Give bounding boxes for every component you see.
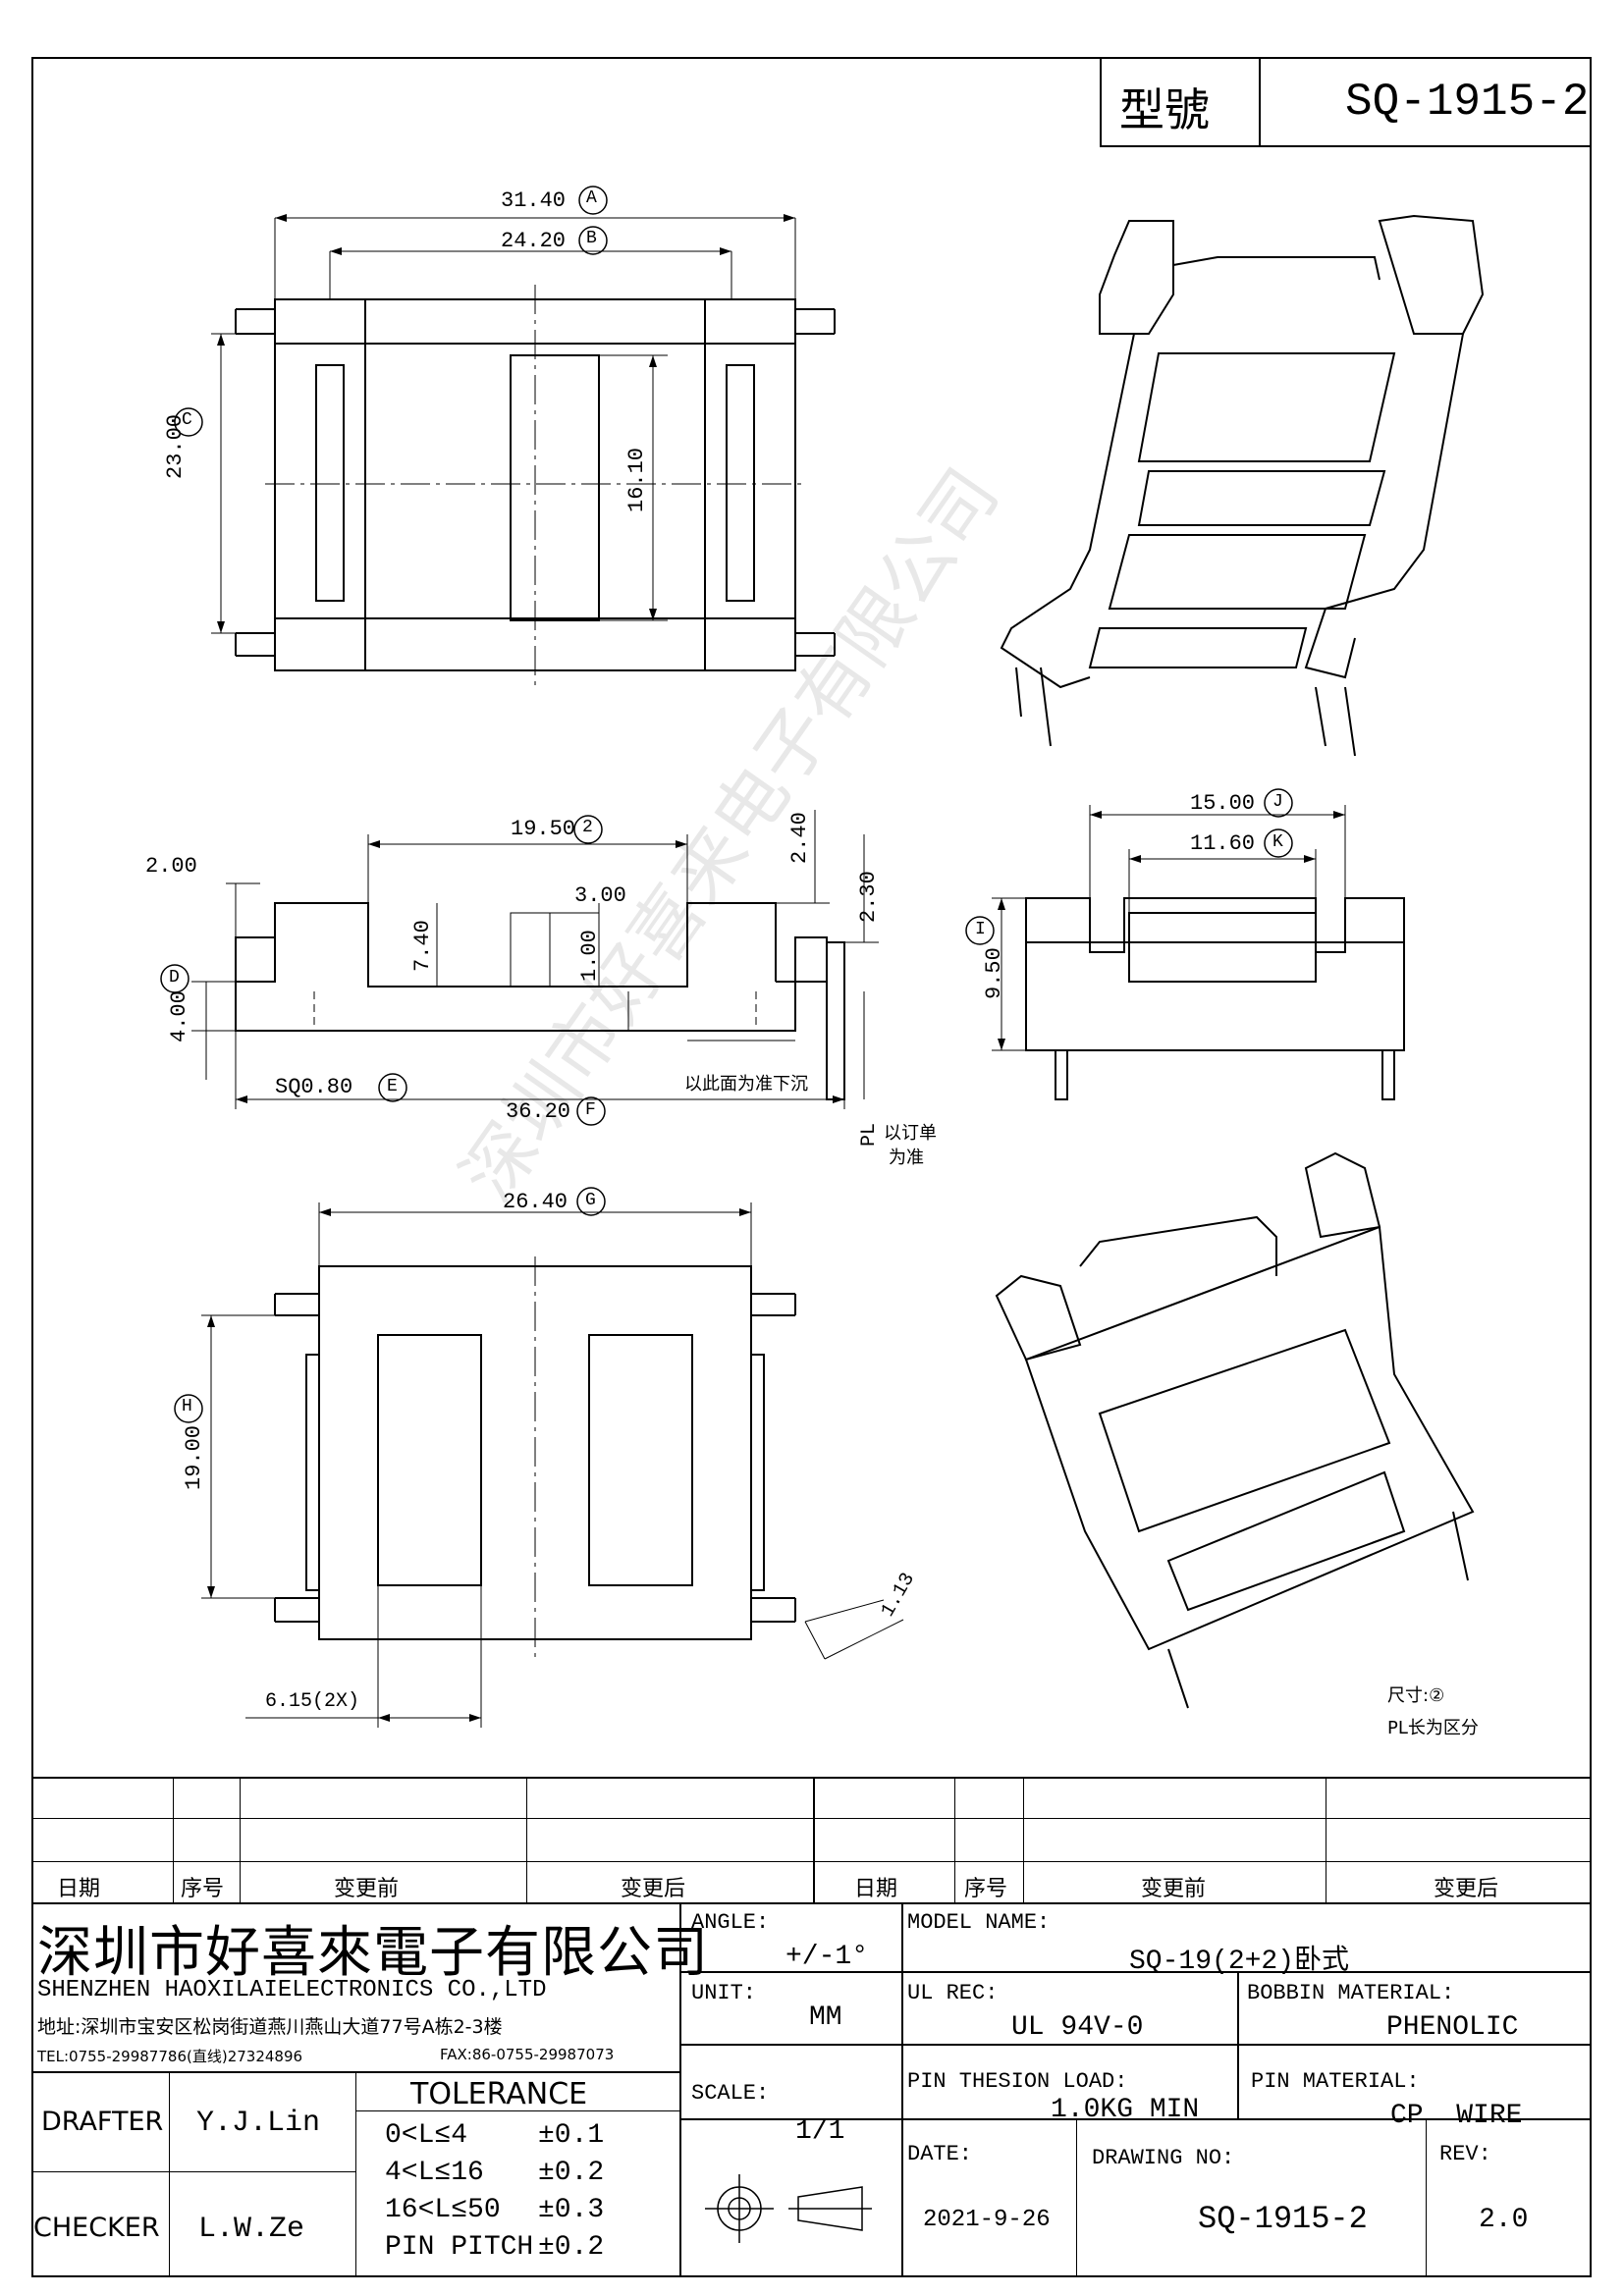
dim-400-value: 4.00: [167, 990, 191, 1042]
tol-value-2: ±0.2: [538, 2158, 605, 2188]
drawing-sheet: [31, 57, 1592, 2277]
drawing-no-label: DRAWING NO:: [1092, 2146, 1235, 2170]
model-name-value: SQ-19(2+2)卧式: [1129, 1947, 1350, 1977]
dim-d-mark: D: [169, 968, 180, 988]
rev-header-after-1: 变更后: [621, 1877, 686, 1901]
pl-label: PL: [858, 1122, 881, 1147]
dim-f-value: 36.20: [506, 1099, 571, 1124]
note-order-1: 以订单: [884, 1123, 937, 1144]
bobbin-material-label: BOBBIN MATERIAL:: [1247, 1981, 1455, 2005]
rev-value: 2.0: [1479, 2205, 1529, 2235]
dim-k-mark: K: [1272, 832, 1283, 852]
rev-header-before-2: 变更前: [1141, 1877, 1207, 1901]
dim-f-mark: F: [585, 1100, 596, 1120]
company-tel: TEL:0755-29987786(直线)27324896: [37, 2048, 303, 2065]
dim-a-value: 31.40: [501, 188, 567, 213]
checker-label: CHECKER: [33, 2213, 160, 2243]
note-pl: PL长为区分: [1387, 1718, 1479, 1738]
dim-1610-value: 16.10: [624, 447, 649, 512]
bottom-view: [274, 1265, 796, 1640]
rev-header-before-1: 变更前: [334, 1877, 400, 1901]
model-header-value: SQ-1915-2: [1345, 77, 1590, 128]
scale-label: SCALE:: [691, 2081, 770, 2106]
dim-230-value: 2.30: [856, 871, 881, 923]
title-block: [31, 1904, 1592, 2277]
dim-sq-value: SQ0.80: [275, 1075, 353, 1099]
drawing-no-value: SQ-1915-2: [1198, 2201, 1368, 2237]
tol-value-1: ±0.1: [538, 2120, 605, 2151]
model-name-label: MODEL NAME:: [907, 1910, 1051, 1935]
company-name: 深圳市好喜來電子有限公司: [37, 1921, 709, 1985]
dim-200-value: 2.00: [145, 854, 197, 879]
dim-g-value: 26.40: [503, 1190, 568, 1214]
pin-load-value: 1.0KG MIN: [1051, 2095, 1200, 2125]
technical-drawing: [160, 186, 1485, 1728]
dim-100-value: 1.00: [577, 930, 602, 982]
tolerance-label: TOLERANCE: [410, 2077, 588, 2111]
checker-value: L.W.Ze: [198, 2213, 305, 2246]
drafter-value: Y.J.Lin: [196, 2107, 321, 2140]
projection-symbol: [705, 2169, 882, 2252]
dim-1900-value: 19.00: [182, 1424, 206, 1490]
dim-2-mark: 2: [582, 818, 593, 837]
dim-c-value: 23.00: [163, 413, 188, 479]
company-en: SHENZHEN HAOXILAIELECTRONICS CO.,LTD: [37, 1977, 547, 2003]
tol-range-1: 0<L≤4: [385, 2120, 468, 2151]
rev-header-date-1: 日期: [57, 1877, 101, 1901]
tol-range-4: PIN PITCH: [385, 2232, 534, 2263]
rev-header-no-2: 序号: [964, 1877, 1008, 1901]
ul-value: UL 94V-0: [1011, 2012, 1144, 2043]
dim-2-value: 19.50: [511, 817, 576, 841]
dim-b-value: 24.20: [501, 229, 567, 253]
isometric-view-1: [1000, 214, 1485, 757]
note-sink: 以此面为准下沉: [684, 1074, 808, 1095]
dim-j-value: 15.00: [1190, 791, 1256, 816]
isometric-view-2: [995, 1151, 1475, 1709]
date-label: DATE:: [907, 2142, 973, 2166]
note-order-2: 为准: [889, 1148, 924, 1168]
dim-i-mark: I: [975, 920, 986, 939]
date-value: 2021-9-26: [923, 2207, 1051, 2233]
dim-740-value: 7.40: [410, 920, 435, 972]
angle-label: ANGLE:: [691, 1910, 770, 1935]
dim-g-mark: G: [585, 1191, 596, 1210]
pin-material-value: CP WIRE: [1390, 2101, 1523, 2131]
side-view: [1025, 897, 1405, 1100]
bobbin-material-value: PHENOLIC: [1386, 2012, 1519, 2043]
note-size: 尺寸:②: [1387, 1685, 1445, 1706]
dim-j-mark: J: [1272, 792, 1283, 812]
pin-material-label: PIN MATERIAL:: [1251, 2069, 1420, 2094]
tol-range-3: 16<L≤50: [385, 2195, 501, 2225]
dim-300-value: 3.00: [574, 883, 626, 908]
unit-label: UNIT:: [691, 1981, 757, 2005]
unit-value: MM: [809, 2002, 842, 2033]
tol-value-3: ±0.3: [538, 2195, 605, 2225]
rev-header-no-1: 序号: [181, 1877, 225, 1901]
tol-value-4: ±0.2: [538, 2232, 605, 2263]
tol-range-2: 4<L≤16: [385, 2158, 484, 2188]
rev-header-after-2: 变更后: [1434, 1877, 1499, 1901]
ul-label: UL REC:: [907, 1981, 999, 2005]
model-header-label: 型號: [1119, 83, 1210, 136]
dim-h-mark: H: [182, 1397, 192, 1416]
angle-value: +/-1°: [785, 1942, 869, 1972]
drafter-label: DRAFTER: [41, 2107, 164, 2137]
rev-label: REV:: [1439, 2142, 1491, 2166]
model-header-box: [1100, 57, 1592, 147]
revision-table: 日期 序号 变更前 变更后 日期 序号 变更前 变更后: [31, 1777, 1592, 1904]
rev-header-date-2: 日期: [854, 1877, 898, 1901]
front-view: [235, 902, 845, 1100]
scale-value: 1/1: [795, 2116, 845, 2147]
dim-240-value: 2.40: [787, 812, 812, 864]
dim-b-mark: B: [586, 229, 597, 248]
company-address: 地址:深圳市宝安区松岗街道燕川燕山大道77号A栋2-3楼: [37, 2016, 503, 2038]
dim-e-mark: E: [387, 1077, 398, 1096]
dim-c-mark: C: [182, 410, 192, 430]
dim-k-value: 11.60: [1190, 831, 1256, 856]
dim-615-value: 6.15(2X): [265, 1690, 360, 1713]
company-fax: FAX:86-0755-29987073: [440, 2046, 615, 2063]
pin-load-label: PIN THESION LOAD:: [907, 2069, 1128, 2094]
dim-a-mark: A: [586, 188, 597, 208]
dim-950-value: 9.50: [982, 947, 1006, 999]
